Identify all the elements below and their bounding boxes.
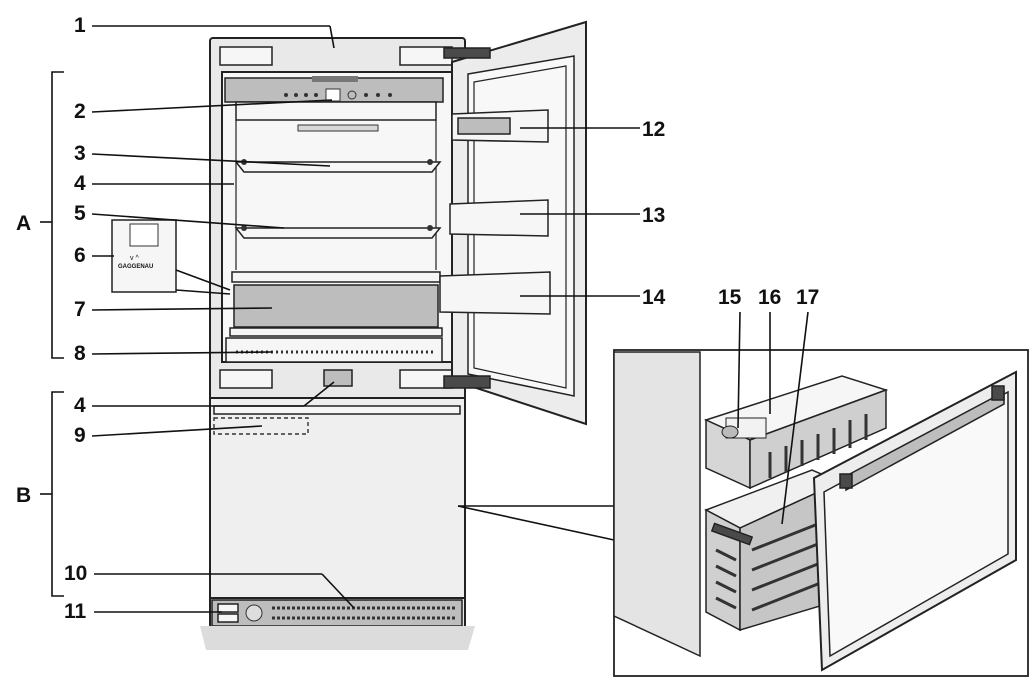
callout-13: 13 [520, 204, 665, 227]
svg-text:1: 1 [74, 14, 86, 37]
svg-text:15: 15 [718, 286, 742, 309]
open-fridge-door [439, 20, 587, 426]
section-bracket-b: B [16, 391, 64, 597]
glass-shelf-lower [234, 225, 442, 239]
callout-5: 5 [74, 202, 285, 229]
svg-text:v ^: v ^ [130, 255, 139, 262]
callout-7: 7 [74, 298, 273, 321]
svg-text:16: 16 [758, 286, 781, 309]
svg-text:8: 8 [74, 342, 86, 365]
svg-text:12: 12 [642, 118, 665, 141]
svg-text:7: 7 [74, 298, 86, 321]
callout-4-upper: 4 [74, 172, 234, 195]
svg-text:13: 13 [642, 204, 665, 227]
freezer-drawer-door [209, 397, 466, 599]
callout-17: 17 [781, 286, 819, 525]
door-bin-middle [449, 199, 549, 237]
svg-text:10: 10 [64, 562, 87, 585]
svg-text:4: 4 [74, 172, 86, 195]
control-panel-inset: v ^ GAGGENAU [111, 219, 231, 295]
callout-16: 16 [758, 286, 781, 414]
callout-6: 6 [74, 244, 114, 267]
callout-3: 3 [74, 142, 331, 167]
callout-10: 10 [64, 562, 355, 609]
svg-text:6: 6 [74, 244, 86, 267]
freezer-drawer-front [812, 370, 1017, 672]
svg-text:9: 9 [74, 424, 86, 447]
callout-15: 15 [718, 286, 742, 429]
crisper-drawer [229, 271, 443, 337]
control-panel [284, 76, 392, 102]
zoom-line-lower [457, 505, 615, 541]
svg-text:11: 11 [64, 600, 87, 623]
svg-text:2: 2 [74, 100, 86, 123]
svg-text:14: 14 [642, 286, 666, 309]
callout-12: 12 [520, 118, 665, 141]
door-bin-top [451, 109, 549, 143]
callout-8: 8 [74, 342, 273, 365]
door-bin-bottom [439, 271, 551, 315]
fridge-bottom-grille [225, 337, 443, 363]
refrigerator-cabinet [200, 37, 475, 650]
svg-text:5: 5 [74, 202, 86, 225]
section-label-a: A [16, 212, 31, 235]
section-label-b: B [16, 484, 31, 507]
callout-2: 2 [74, 99, 333, 123]
svg-text:17: 17 [796, 286, 819, 309]
svg-text:3: 3 [74, 142, 86, 165]
callout-11: 11 [64, 600, 222, 623]
freezer-drawer-inset: 15 16 17 [613, 286, 1029, 677]
base-grille [211, 599, 463, 627]
callout-4-lower: 4 [74, 381, 335, 417]
svg-text:4: 4 [74, 394, 86, 417]
control-panel-brand: GAGGENAU [118, 264, 153, 270]
section-bracket-a: A [16, 71, 64, 359]
callout-1: 1 [74, 14, 335, 49]
callout-14: 14 [520, 286, 666, 309]
callout-9: 9 [74, 424, 263, 447]
